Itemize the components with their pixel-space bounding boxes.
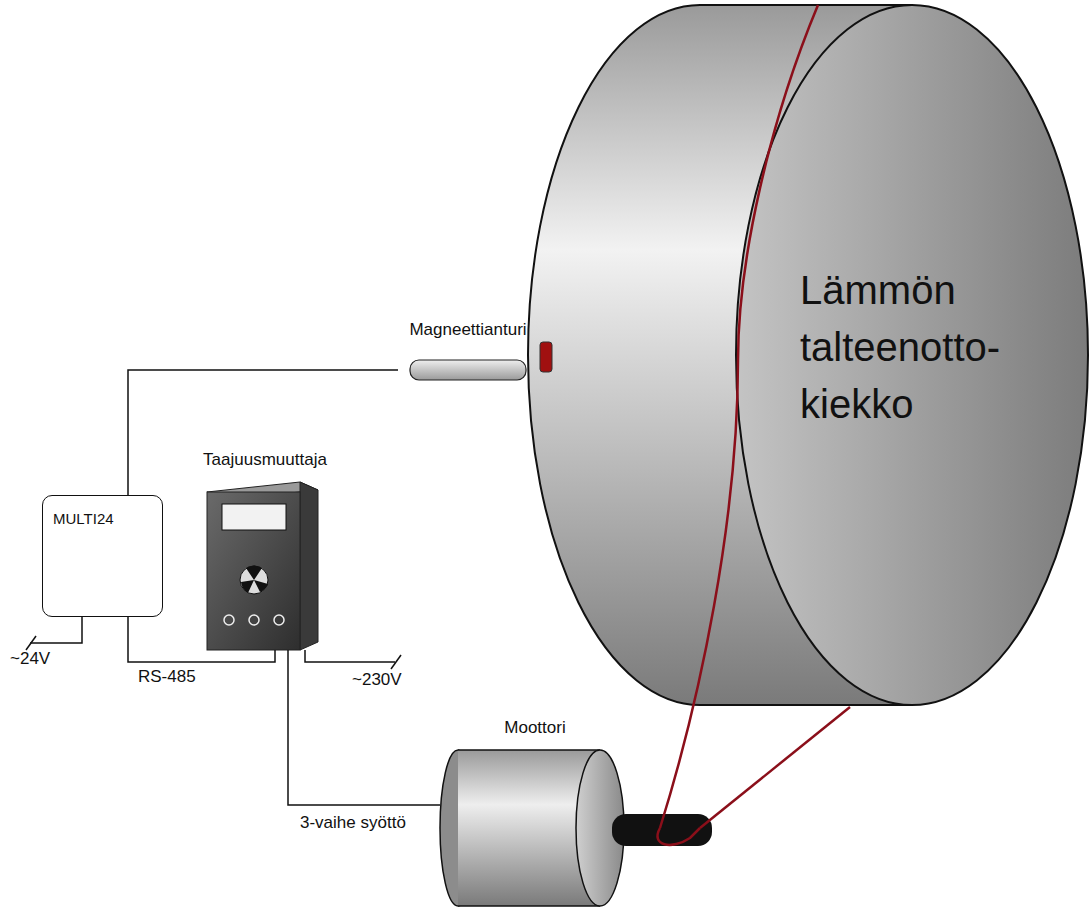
converter-button xyxy=(224,615,234,625)
motor-drawing xyxy=(440,750,712,906)
wheel-label: Lämmön talteenotto- kiekko xyxy=(800,262,1062,432)
wire-label: RS-485 xyxy=(138,667,196,687)
wire-label: 3-vaihe syöttö xyxy=(300,813,406,833)
converter-button xyxy=(249,615,259,625)
wheel-drawing xyxy=(528,5,1088,705)
supply-voltage: ~24V xyxy=(10,649,50,669)
wheel-bottom-edge xyxy=(700,704,912,706)
converter-node: Taajuusmuuttaja xyxy=(195,450,335,650)
supply-230v-wire xyxy=(305,650,395,662)
converter-drawing xyxy=(207,482,318,650)
belt-loop xyxy=(657,828,700,845)
supply-slash xyxy=(26,636,36,650)
wire xyxy=(128,617,275,662)
converter-label: Taajuusmuuttaja xyxy=(195,450,335,470)
converter-display xyxy=(222,504,286,530)
supply-slash xyxy=(391,655,401,669)
wheel-node: Lämmön talteenotto- kiekko xyxy=(800,262,1062,442)
sensor-body xyxy=(410,360,526,380)
converter-dial-blades xyxy=(241,565,268,593)
converter-button xyxy=(274,615,284,625)
supply-wires xyxy=(26,617,401,669)
magnet-marker xyxy=(540,342,552,372)
motor-node: Moottori xyxy=(440,718,630,908)
belt-strand xyxy=(660,5,818,828)
wheel-front-face xyxy=(736,5,1088,705)
controller-box: MULTI24 xyxy=(42,495,163,617)
converter-side xyxy=(300,482,318,650)
supply-voltage: ~230V xyxy=(352,670,402,690)
belt-strand xyxy=(700,707,850,828)
converter-dial xyxy=(240,566,268,594)
wheel-top-edge xyxy=(700,4,912,6)
sensor-node: Magneettianturi xyxy=(398,320,538,382)
sensor-label: Magneettianturi xyxy=(398,320,538,340)
motor-edge xyxy=(458,905,600,907)
motor-label: Moottori xyxy=(440,718,630,738)
supply-24v-wire xyxy=(30,617,82,643)
controller-label: MULTI24 xyxy=(53,510,152,528)
wire xyxy=(128,370,398,495)
converter-front xyxy=(207,492,300,650)
wire xyxy=(288,650,440,805)
motor-edge xyxy=(458,749,600,751)
